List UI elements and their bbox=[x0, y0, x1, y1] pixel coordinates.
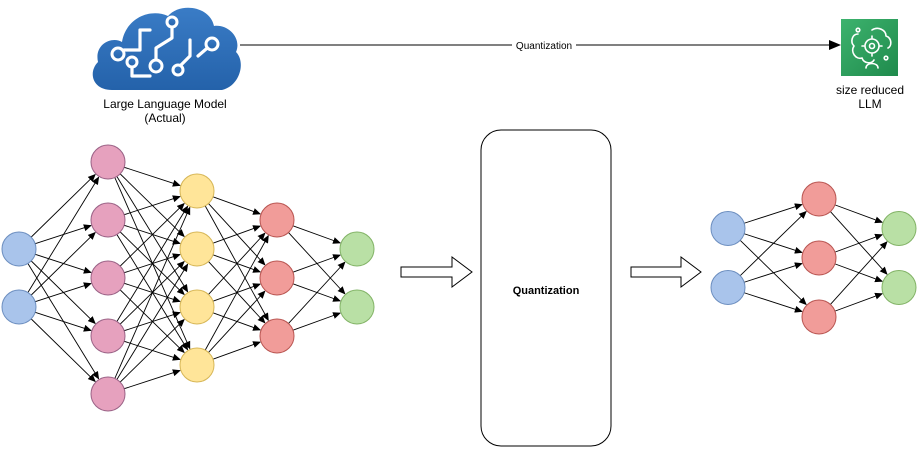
original-node-output-1 bbox=[339, 289, 375, 325]
quantized-node-output-1 bbox=[881, 270, 917, 305]
brain-gear-icon bbox=[841, 19, 898, 76]
original-edge-l1-4-0 bbox=[114, 206, 191, 379]
target-caption-line2: LLM bbox=[858, 97, 881, 111]
original-node-hidden-red-0 bbox=[259, 202, 295, 238]
original-node-hidden-pink-3 bbox=[90, 318, 126, 354]
quantized-edge-l1-1-1 bbox=[834, 263, 884, 283]
quantization-box bbox=[480, 129, 612, 447]
original-edge-l2-2-0 bbox=[208, 232, 266, 295]
original-node-input-1 bbox=[1, 289, 37, 325]
original-node-hidden-yellow-2 bbox=[179, 289, 215, 325]
original-edge-l2-0-0 bbox=[212, 196, 262, 215]
original-edge-l3-1-0 bbox=[292, 254, 342, 273]
original-node-hidden-yellow-0 bbox=[179, 173, 215, 209]
quantized-edge-l0-1-0 bbox=[739, 210, 807, 276]
quantized-edge-l1-2-1 bbox=[834, 292, 884, 312]
original-node-hidden-pink-4 bbox=[90, 376, 126, 412]
quantized-edge-l0-1-2 bbox=[744, 292, 803, 313]
quantized-edge-l0-0-0 bbox=[744, 203, 803, 224]
quantized-edge-l1-1-0 bbox=[834, 233, 884, 253]
original-edge-l2-1-2 bbox=[208, 261, 266, 324]
original-node-hidden-yellow-1 bbox=[179, 231, 215, 267]
original-edge-l1-3-0 bbox=[116, 205, 189, 322]
quantization-box-label: Quantization bbox=[513, 285, 580, 297]
original-node-input-0 bbox=[1, 231, 37, 267]
original-edge-l0-1-3 bbox=[35, 311, 92, 332]
top-flow-arrow-label: Quantization bbox=[516, 41, 572, 52]
quantized-node-input-0 bbox=[710, 211, 746, 246]
quantized-neural-network bbox=[710, 181, 917, 335]
original-edge-l2-0-1 bbox=[208, 203, 266, 266]
original-edge-l0-1-4 bbox=[30, 318, 96, 383]
cloud-circuit-icon bbox=[92, 7, 241, 90]
hollow-arrow-right bbox=[630, 256, 702, 288]
original-edge-l1-4-3 bbox=[124, 369, 181, 390]
quantized-node-hidden-red-2 bbox=[801, 299, 837, 335]
quantized-edge-l1-0-1 bbox=[830, 211, 888, 275]
original-node-hidden-pink-0 bbox=[90, 144, 126, 180]
target-caption-line1: size reduced bbox=[836, 83, 904, 97]
original-edge-l2-3-1 bbox=[208, 290, 266, 353]
original-edge-l1-1-0 bbox=[124, 195, 181, 216]
original-edge-l2-1-0 bbox=[212, 225, 262, 244]
original-edge-l3-2-0 bbox=[288, 261, 346, 324]
original-edge-l0-1-0 bbox=[27, 176, 100, 293]
original-node-output-0 bbox=[339, 231, 375, 267]
original-edge-l3-0-0 bbox=[292, 225, 342, 244]
original-edge-l1-2-0 bbox=[119, 202, 185, 267]
original-node-hidden-yellow-3 bbox=[179, 347, 215, 383]
original-edge-l1-0-0 bbox=[124, 166, 181, 187]
original-node-hidden-pink-2 bbox=[90, 260, 126, 296]
quantized-node-hidden-red-0 bbox=[801, 181, 837, 217]
arrow-label-background bbox=[512, 38, 576, 52]
quantized-node-hidden-red-1 bbox=[801, 240, 837, 276]
original-edge-l0-0-0 bbox=[30, 173, 96, 238]
quantized-node-input-1 bbox=[710, 270, 746, 305]
original-edge-l1-4-2 bbox=[119, 318, 185, 383]
original-edge-l2-3-2 bbox=[212, 341, 262, 360]
original-neural-network bbox=[1, 144, 375, 412]
source-caption-line1: Large Language Model bbox=[103, 97, 226, 111]
original-edge-l3-2-1 bbox=[292, 312, 342, 331]
original-edge-l3-1-1 bbox=[292, 283, 342, 302]
original-edge-l0-1-2 bbox=[35, 282, 92, 303]
original-node-hidden-red-2 bbox=[259, 318, 295, 354]
quantized-edge-l1-2-0 bbox=[830, 241, 888, 305]
hollow-arrow-left bbox=[400, 256, 473, 288]
quantized-edge-l0-1-1 bbox=[744, 262, 803, 283]
original-edge-l2-2-2 bbox=[212, 312, 262, 331]
original-node-hidden-red-1 bbox=[259, 260, 295, 296]
source-caption-line2: (Actual) bbox=[144, 111, 185, 125]
original-edge-l2-3-0 bbox=[204, 234, 269, 351]
original-edge-l0-1-1 bbox=[30, 231, 96, 296]
original-edge-l1-4-1 bbox=[116, 263, 189, 380]
original-edge-l3-0-1 bbox=[288, 232, 346, 295]
quantized-edge-l1-0-0 bbox=[834, 204, 884, 224]
original-edge-l2-1-1 bbox=[212, 254, 262, 273]
quantized-node-output-0 bbox=[881, 211, 917, 246]
original-node-hidden-pink-1 bbox=[90, 202, 126, 238]
